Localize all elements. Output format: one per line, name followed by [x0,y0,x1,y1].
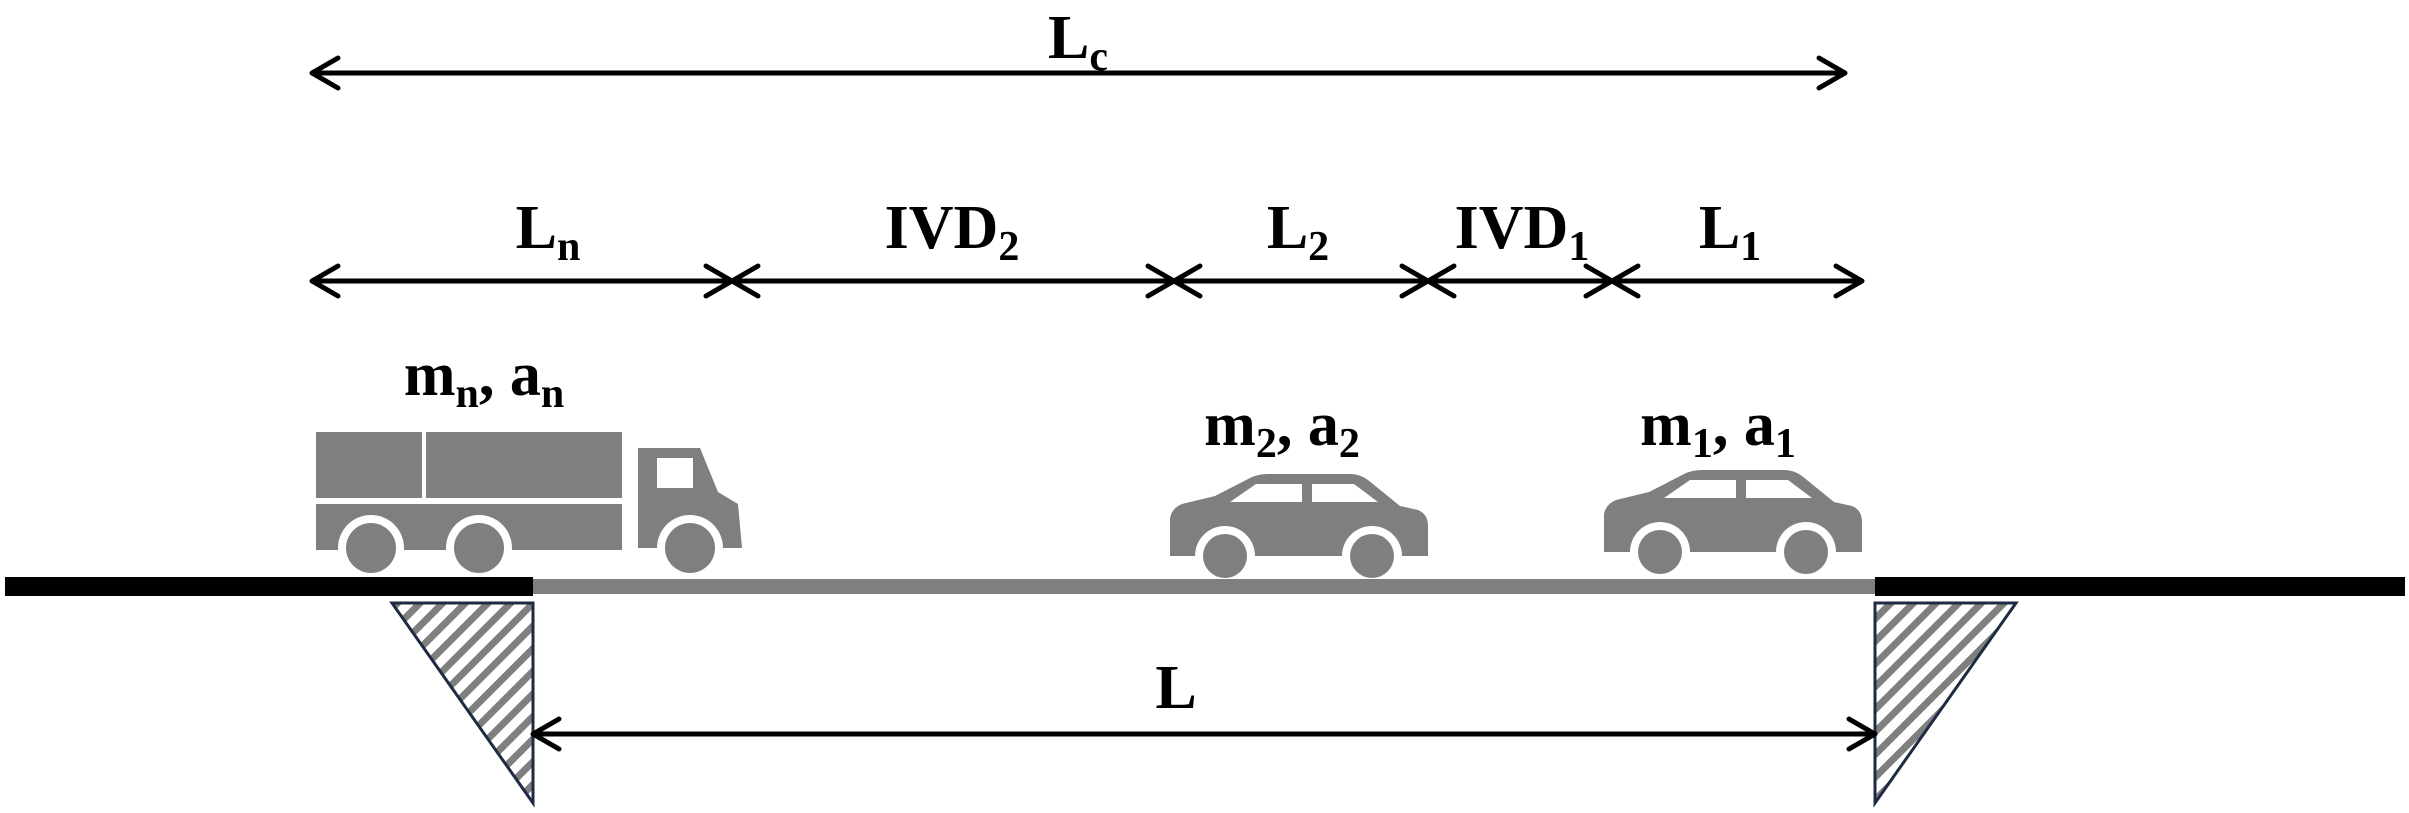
segment-label-ivd2: IVD2 [885,194,1020,270]
overall-length-dimension: Lc [309,4,1848,91]
car1-mass-accel-label: m1, a1 [1640,391,1796,467]
span-length-label: L [1155,654,1196,722]
road [5,577,2405,596]
left-abutment [389,601,535,808]
segment-label-l1: L1 [1699,194,1761,270]
span-length-dimension: L [530,654,1878,752]
car-icon [1604,470,1862,582]
segment-dimension-line [309,263,1865,299]
overall-length-label: Lc [1048,4,1108,80]
truck-icon [316,432,742,581]
car2-mass-accel-label: m2, a2 [1204,391,1360,467]
bridge-deck [533,579,1875,594]
truck-mass-accel-label: mn, an [404,341,564,417]
right-abutment [1873,601,2019,808]
segment-label-ivd1: IVD1 [1455,194,1590,270]
car-icon [1170,474,1428,586]
segment-label-ln: Ln [516,194,581,270]
segment-label-l2: L2 [1267,194,1329,270]
